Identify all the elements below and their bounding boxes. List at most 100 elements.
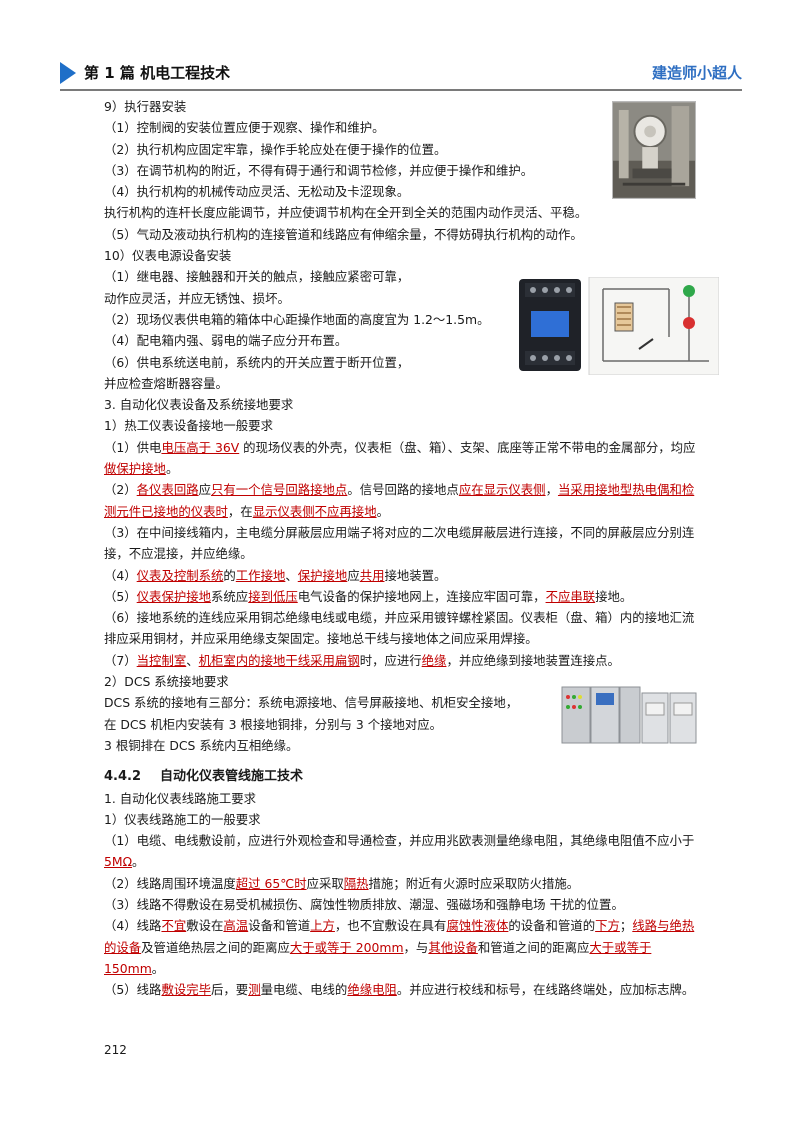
body-text: 在 DCS 机柜内安装有 3 根接地铜排，分别与 3 个接地对应。 bbox=[104, 716, 443, 732]
body-text: 和管道之间的距离应 bbox=[477, 939, 590, 955]
body-text: 动作应灵活，并应无锈蚀、损坏。 bbox=[104, 290, 290, 306]
body-text: 。 bbox=[132, 854, 145, 870]
emphasis-text: 下方 bbox=[595, 918, 620, 934]
text-line: （4）配电箱内强、弱电的端子应分开布置。 bbox=[104, 330, 698, 351]
emphasis-text: 测 bbox=[248, 982, 261, 998]
body-text: （1）电缆、电线敷设前，应进行外观检查和导通检查，并应用兆欧表测量绝缘电阻，其绝… bbox=[104, 833, 695, 849]
emphasis-text: 绝缘 bbox=[421, 652, 447, 668]
body-text: （2）线路周围环境温度 bbox=[104, 875, 236, 891]
body-text: （1）供电 bbox=[104, 439, 162, 455]
emphasis-text: 腐蚀性液体 bbox=[446, 918, 509, 934]
emphasis-text: 隔热 bbox=[343, 875, 369, 891]
text-line: 10）仪表电源设备安装 bbox=[104, 245, 698, 266]
paragraph: （3）在中间接线箱内，主电缆分屏蔽层应用端子将对应的二次电缆屏蔽层进行连接，不同… bbox=[104, 522, 698, 565]
body-text: （3）在调节机构的附近，不得有碍于通行和调节检修，并应便于操作和维护。 bbox=[104, 162, 534, 178]
body-text: 执行机构的连杆长度应能调节，并应使调节机构在全开到全关的范围内动作灵活、平稳。 bbox=[104, 205, 588, 221]
body-text: ，也不宜敷设在具有 bbox=[334, 918, 447, 934]
emphasis-text: 当控制室 bbox=[136, 652, 187, 668]
section-gap bbox=[104, 756, 698, 766]
body-text: （4）配电箱内强、弱电的端子应分开布置。 bbox=[104, 333, 348, 349]
header-triangle-icon bbox=[60, 62, 76, 84]
emphasis-text: 当采用接地型热电偶和检测元件已接地的仪表时 bbox=[104, 482, 695, 519]
emphasis-text: 仪表保护接地 bbox=[136, 588, 212, 604]
text-line: （5）气动及液动执行机构的连接管道和线路应有伸缩余量，不得妨碍执行机构的动作。 bbox=[104, 224, 698, 245]
text-line: （6）供电系统送电前，系统内的开关应置于断开位置， bbox=[104, 352, 698, 373]
paragraph: （6）接地系统的连线应采用铜芯绝缘电线或电缆，并应采用镀锌螺栓紧固。仪表柜（盘、… bbox=[104, 607, 698, 650]
body-text: 1. 自动化仪表线路施工要求 bbox=[104, 790, 257, 806]
section-title: 自动化仪表管线施工技术 bbox=[160, 769, 304, 785]
body-text: 1）仪表线路施工的一般要求 bbox=[104, 811, 261, 827]
body-text: （3）在中间接线箱内，主电缆分屏蔽层应用端子将对应的二次电缆屏蔽层进行连接，不同… bbox=[104, 524, 695, 562]
body-text: 的设备和管道的 bbox=[508, 918, 596, 934]
body-text: （2） bbox=[104, 482, 137, 498]
section-number: 4.4.2 bbox=[104, 769, 142, 785]
body-text: 的现场仪表的外壳，仪表柜（盘、箱）、支架、底座等正常不带电的金属部分，均应 bbox=[239, 439, 696, 455]
text-line: 动作应灵活，并应无锈蚀、损坏。 bbox=[104, 288, 698, 309]
body-text: ，与 bbox=[403, 939, 429, 955]
body-text: 接地装置。 bbox=[384, 567, 447, 583]
emphasis-text: 超过 65℃时 bbox=[235, 875, 307, 891]
text-line: （2）执行机构应固定牢靠，操作手轮应处在便于操作的位置。 bbox=[104, 139, 698, 160]
text-line: 1）热工仪表设备接地一般要求 bbox=[104, 415, 698, 436]
body-text: （6）供电系统送电前，系统内的开关应置于断开位置， bbox=[104, 354, 410, 370]
emphasis-text: 高温 bbox=[223, 918, 249, 934]
body-text: 10）仪表电源设备安装 bbox=[104, 248, 232, 264]
body-text: 应 bbox=[347, 567, 360, 583]
paragraph: （2）各仪表回路应只有一个信号回路接地点。信号回路的接地点应在显示仪表侧，当采用… bbox=[104, 479, 698, 522]
brand-name: 建造师小超人 bbox=[651, 64, 742, 82]
emphasis-text: 机柜室内的接地干线采用扁钢 bbox=[198, 652, 360, 668]
body-text: 接地。 bbox=[595, 588, 633, 604]
body-text: （4）线路 bbox=[104, 918, 162, 934]
emphasis-text: 大于或等于 200mm bbox=[289, 939, 404, 955]
page-header: 第 1 篇 机电工程技术 建造师小超人 bbox=[60, 58, 742, 92]
emphasis-text: 大于或等于 150mm bbox=[104, 939, 652, 976]
text-line: 3 根铜排在 DCS 系统内互相绝缘。 bbox=[104, 735, 698, 756]
emphasis-text: 其他设备 bbox=[428, 939, 478, 955]
body-text: （5） bbox=[104, 588, 137, 604]
body-text: （1）控制阀的安装位置应便于观察、操作和维护。 bbox=[104, 120, 385, 136]
header-rule bbox=[60, 89, 742, 91]
body-text: （6）接地系统的连线应采用铜芯绝缘电线或电缆，并应采用镀锌螺栓紧固。仪表柜（盘、… bbox=[104, 610, 695, 647]
emphasis-text: 不宜 bbox=[161, 918, 187, 934]
body-text: 设备和管道 bbox=[248, 918, 311, 934]
body-text: 应采取 bbox=[306, 875, 344, 891]
text-line: （1）控制阀的安装位置应便于观察、操作和维护。 bbox=[104, 117, 698, 138]
emphasis-text: 敷设完毕 bbox=[161, 982, 212, 998]
section-heading: 4.4.2 自动化仪表管线施工技术 bbox=[104, 766, 698, 787]
body-text: ，并应绝缘到接地装置连接点。 bbox=[446, 652, 620, 668]
emphasis-text: 接到低压 bbox=[248, 588, 298, 604]
body-text: 。 bbox=[165, 461, 179, 477]
text-line: （2）现场仪表供电箱的箱体中心距操作地面的高度宜为 1.2～1.5m。 bbox=[104, 309, 698, 330]
emphasis-text: 仪表及控制系统 bbox=[136, 567, 224, 583]
body-text: 、 bbox=[285, 567, 298, 583]
emphasis-text: 做保护接地 bbox=[104, 461, 166, 477]
body-text: 。 bbox=[151, 960, 165, 976]
emphasis-text: 只有一个信号回路接地点 bbox=[211, 482, 348, 498]
body-text: 电气设备的保护接地网上，连接应牢固可靠， bbox=[297, 588, 546, 604]
text-line: 2）DCS 系统接地要求 bbox=[104, 671, 698, 692]
text-line: 3. 自动化仪表设备及系统接地要求 bbox=[104, 394, 698, 415]
body-text: （7） bbox=[104, 652, 137, 668]
body-text: 敷设在 bbox=[186, 918, 224, 934]
actuator-photo bbox=[612, 101, 696, 199]
page-body: 9）执行器安装（1）控制阀的安装位置应便于观察、操作和维护。（2）执行机构应固定… bbox=[104, 96, 698, 1000]
body-text: 。 bbox=[376, 503, 389, 519]
body-text: ，在 bbox=[227, 503, 253, 519]
emphasis-text: 应在显示仪表侧 bbox=[458, 482, 546, 498]
emphasis-text: 5MΩ bbox=[104, 854, 133, 870]
text-line: （1）继电器、接触器和开关的触点，接触应紧密可靠， bbox=[104, 266, 698, 287]
text-line: DCS 系统的接地有三部分：系统电源接地、信号屏蔽接地、机柜安全接地， bbox=[104, 692, 698, 713]
text-line: （3）在调节机构的附近，不得有碍于通行和调节检修，并应便于操作和维护。 bbox=[104, 160, 698, 181]
paragraph: （5）线路敷设完毕后，要测量电缆、电线的绝缘电阻。并应进行校线和标号，在线路终端… bbox=[104, 979, 698, 1000]
body-text: （5）气动及液动执行机构的连接管道和线路应有伸缩余量，不得妨碍执行机构的动作。 bbox=[104, 226, 583, 242]
body-text: ； bbox=[619, 918, 633, 934]
body-text: DCS 系统的接地有三部分：系统电源接地、信号屏蔽接地、机柜安全接地， bbox=[104, 695, 519, 711]
text-line: 在 DCS 机柜内安装有 3 根接地铜排，分别与 3 个接地对应。 bbox=[104, 714, 698, 735]
body-text: 措施；附近有火源时应采取防火措施。 bbox=[368, 875, 580, 891]
body-text: 系统应 bbox=[211, 588, 249, 604]
body-text: 并应检查熔断器容量。 bbox=[104, 375, 228, 391]
body-text: 3. 自动化仪表设备及系统接地要求 bbox=[104, 397, 294, 413]
text-line: （2）线路周围环境温度超过 65℃时应采取隔热措施；附近有火源时应采取防火措施。 bbox=[104, 873, 698, 894]
body-text: （2）执行机构应固定牢靠，操作手轮应处在便于操作的位置。 bbox=[104, 141, 447, 157]
emphasis-text: 各仪表回路 bbox=[136, 482, 199, 498]
